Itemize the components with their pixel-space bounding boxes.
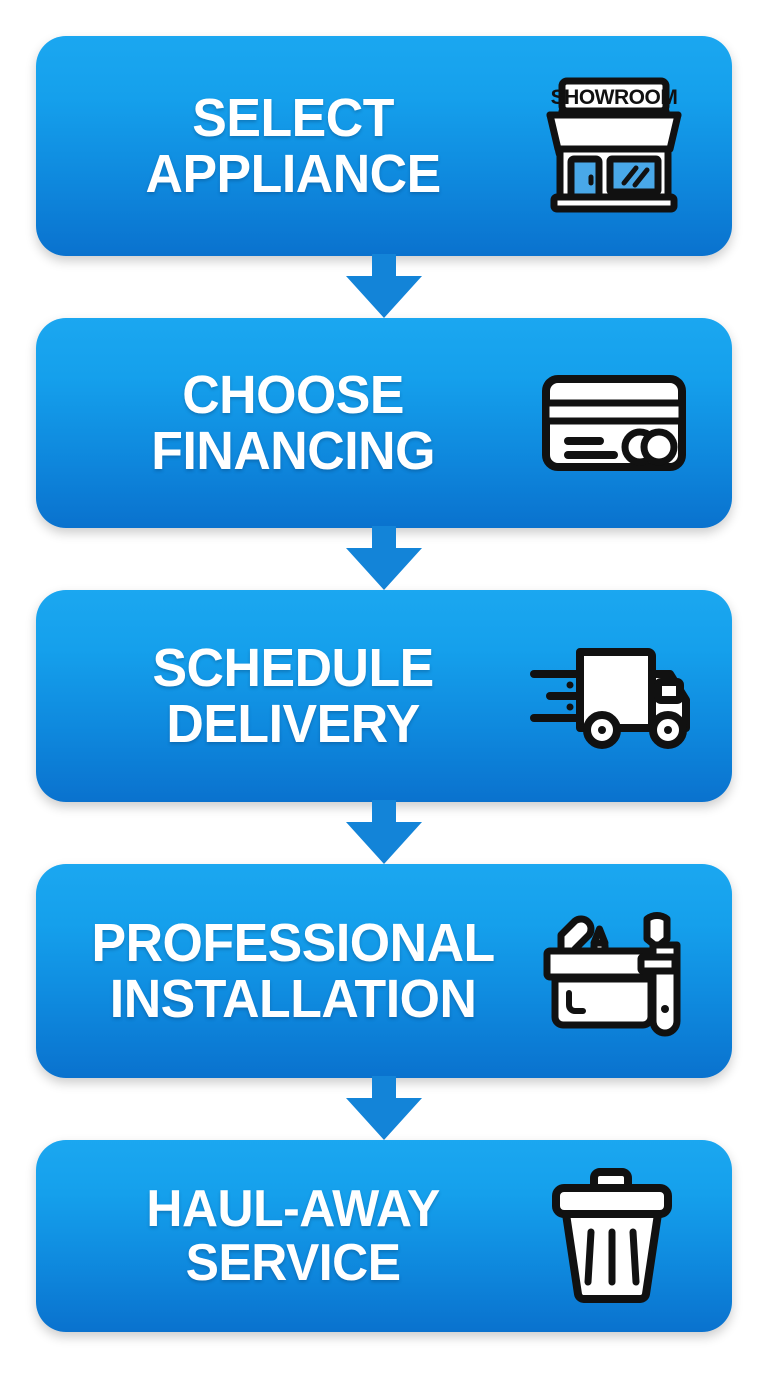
step-label-choose-financing: CHOOSE FINANCING [151,364,435,481]
delivery-truck-icon [530,621,698,771]
showroom-sign-text: SHOWROOM [551,86,678,109]
step-card-select-appliance[interactable]: SELECT APPLIANCE [36,36,732,256]
arrow-down-icon [346,1076,422,1140]
connector-arrow-1 [36,254,732,318]
connector-arrow-3 [36,800,732,864]
step-label-professional-installation: PROFESSIONAL INSTALLATION [91,912,495,1029]
step-card-choose-financing[interactable]: CHOOSE FINANCING [36,318,732,528]
step-label-schedule-delivery: SCHEDULE DELIVERY [152,637,434,754]
tool-belt-wrench-icon [530,896,698,1046]
connector-arrow-2 [36,526,732,590]
connector-arrow-4 [36,1076,732,1140]
step-card-schedule-delivery[interactable]: SCHEDULE DELIVERY [36,590,732,802]
step-label-haul-away-service: HAUL-AWAY SERVICE [146,1179,440,1292]
step-card-haul-away-service[interactable]: HAUL-AWAY SERVICE [36,1140,732,1332]
arrow-down-icon [346,526,422,590]
arrow-down-icon [346,800,422,864]
step-label-select-appliance: SELECT APPLIANCE [145,87,442,204]
trash-can-icon [530,1161,698,1311]
step-card-professional-installation[interactable]: PROFESSIONAL INSTALLATION [36,864,732,1078]
arrow-down-icon [346,254,422,318]
showroom-storefront-icon: SHOWROOM [530,71,698,221]
credit-card-icon [530,348,698,498]
